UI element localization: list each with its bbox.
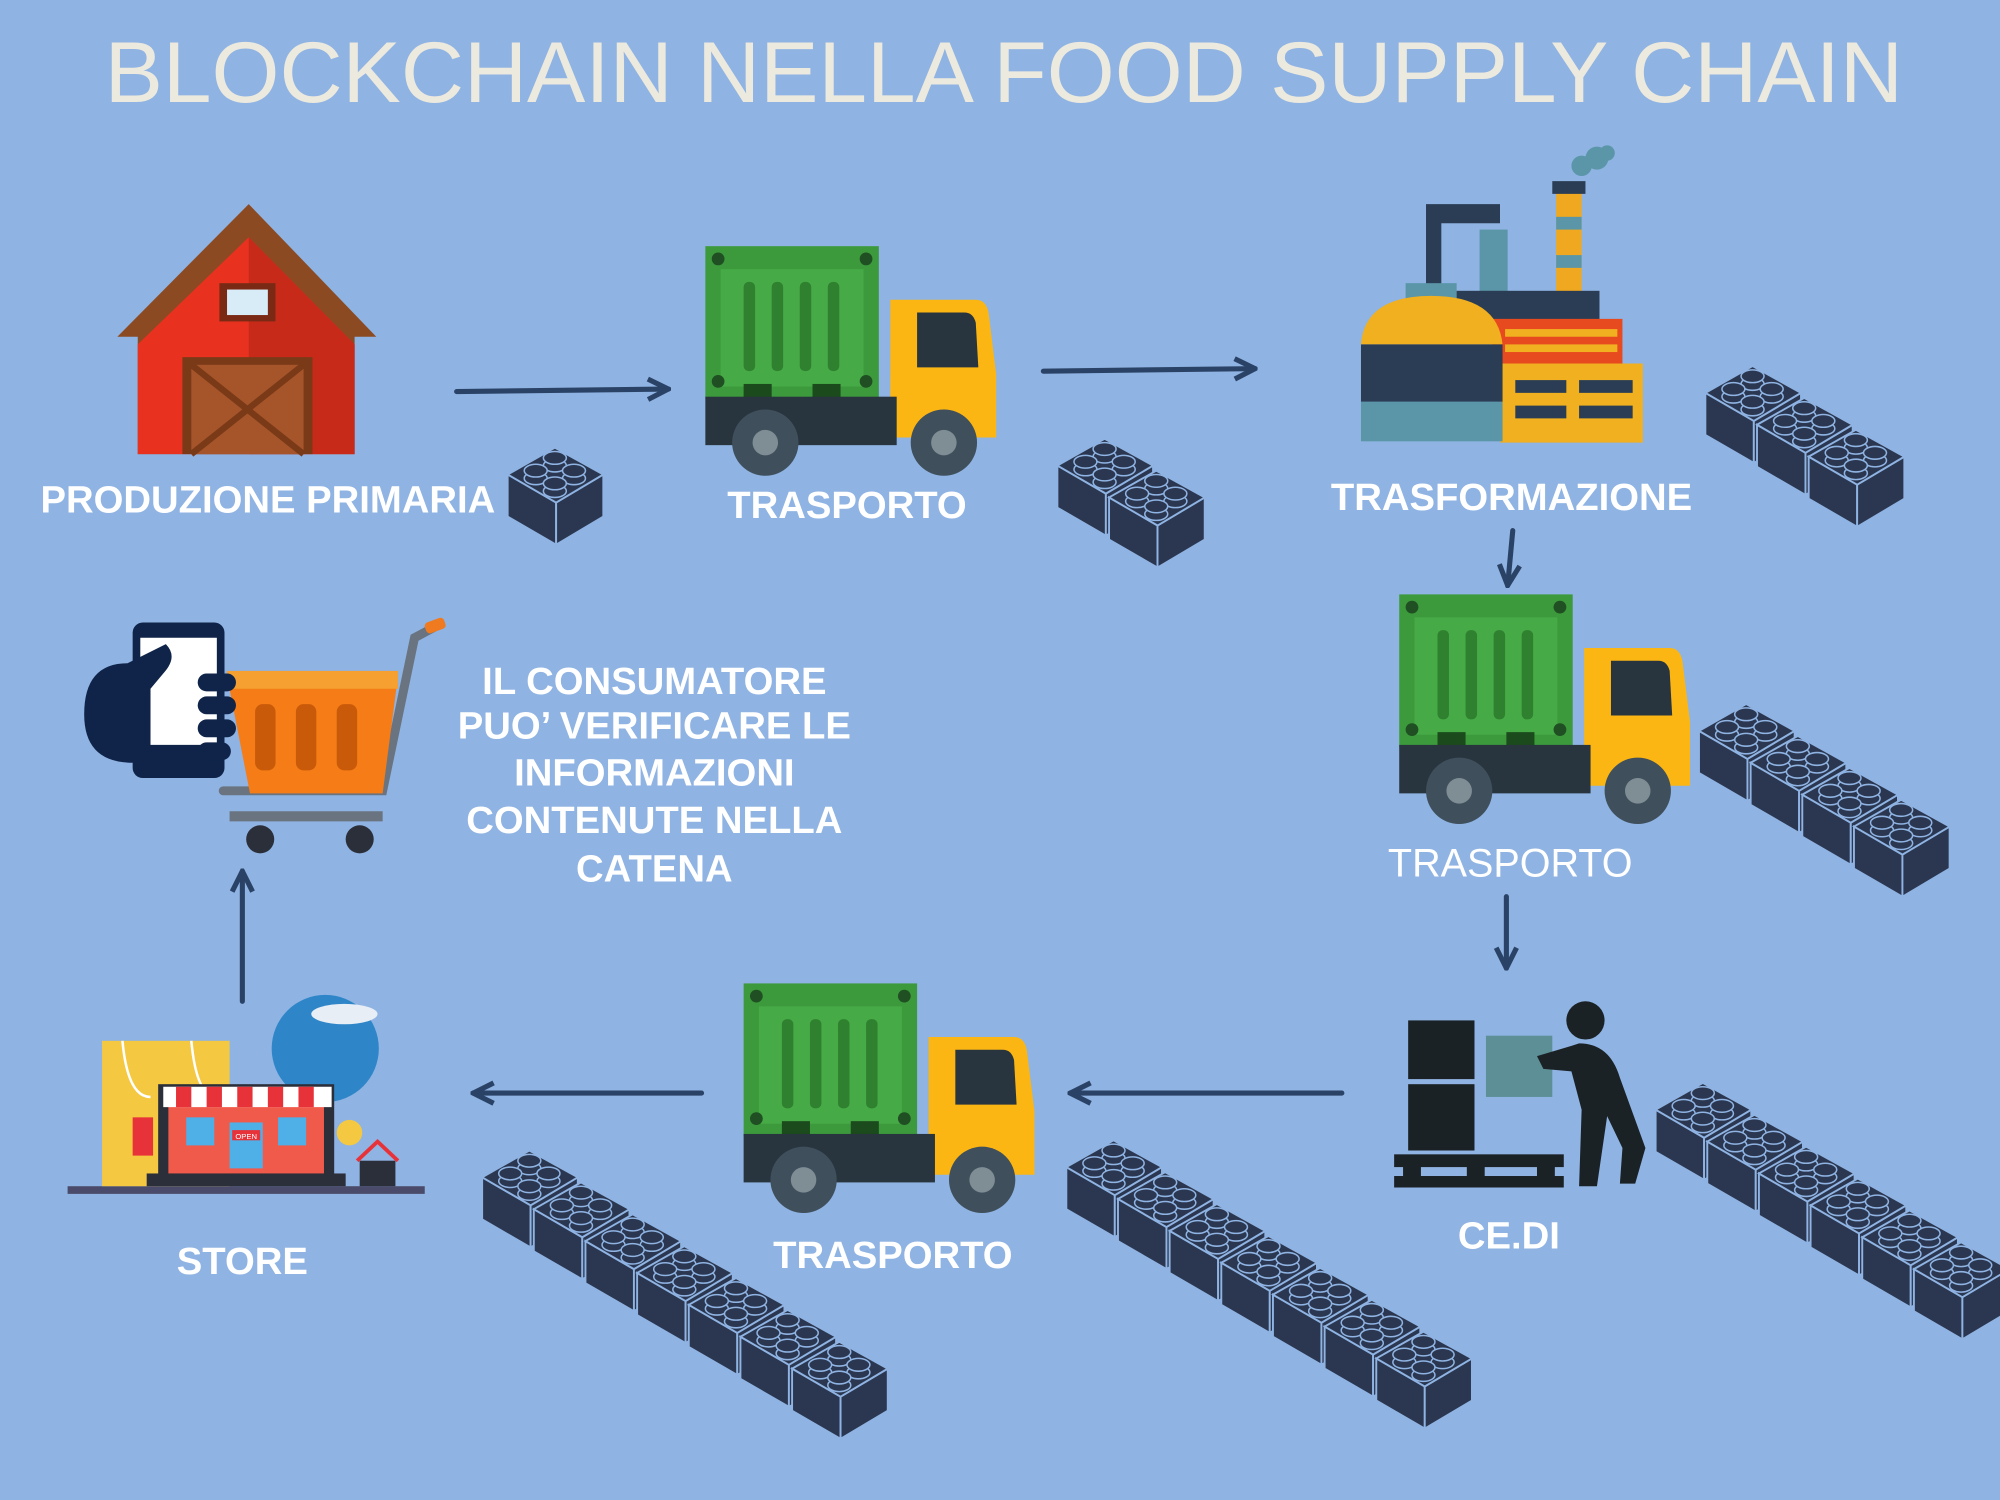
block-chain (1055, 437, 1207, 570)
arrow-right (1040, 369, 1255, 372)
lego-block (790, 1340, 890, 1441)
label-produzione-primaria: PRODUZIONE PRIMARIA (40, 479, 495, 522)
barn-icon (117, 204, 377, 457)
lego-block (1374, 1330, 1474, 1431)
block-chain (1697, 702, 1952, 899)
lego-block (1911, 1241, 2000, 1341)
consumer-text-line: CONTENUTE NELLA (466, 799, 842, 842)
lego-block (1852, 798, 1952, 899)
lego-block (1107, 469, 1207, 570)
label-trasporto-2: TRASPORTO (1388, 841, 1633, 885)
block-chain (480, 1149, 890, 1441)
truck-icon (705, 246, 997, 476)
consumer-text-line: IL CONSUMATORE (482, 660, 826, 703)
label-trasporto-3: TRASPORTO (773, 1234, 1012, 1277)
consumer-info-text: IL CONSUMATORE PUO’ VERIFICARE LE INFORM… (458, 660, 851, 890)
blockchain-blocks (480, 364, 2000, 1441)
truck-icon (1399, 594, 1691, 824)
store-sign: OPEN (235, 1132, 257, 1141)
truck-icon (743, 983, 1035, 1214)
lego-block (505, 446, 606, 547)
block-chain (1703, 364, 1907, 529)
arrow-down (1508, 528, 1513, 586)
smartphone-shopping-cart-icon (84, 617, 446, 854)
block-chain (1653, 1081, 2000, 1341)
label-store: STORE (177, 1240, 308, 1283)
page-title: BLOCKCHAIN NELLA FOOD SUPPLY CHAIN (105, 24, 1903, 121)
label-cedi: CE.DI (1458, 1215, 1560, 1258)
warehouse-worker-icon (1394, 1001, 1646, 1188)
block-chain (505, 446, 606, 547)
consumer-text-line: INFORMAZIONI (514, 752, 794, 795)
factory-icon (1360, 145, 1643, 443)
block-chain (1064, 1139, 1474, 1431)
lego-block (1806, 428, 1907, 529)
arrow-right (454, 389, 669, 392)
consumer-text-line: PUO’ VERIFICARE LE (458, 705, 851, 748)
label-trasporto-1: TRASPORTO (727, 484, 966, 527)
consumer-text-line: CATENA (576, 847, 733, 890)
online-store-icon: OPEN (67, 994, 425, 1194)
label-trasformazione: TRASFORMAZIONE (1331, 476, 1692, 519)
